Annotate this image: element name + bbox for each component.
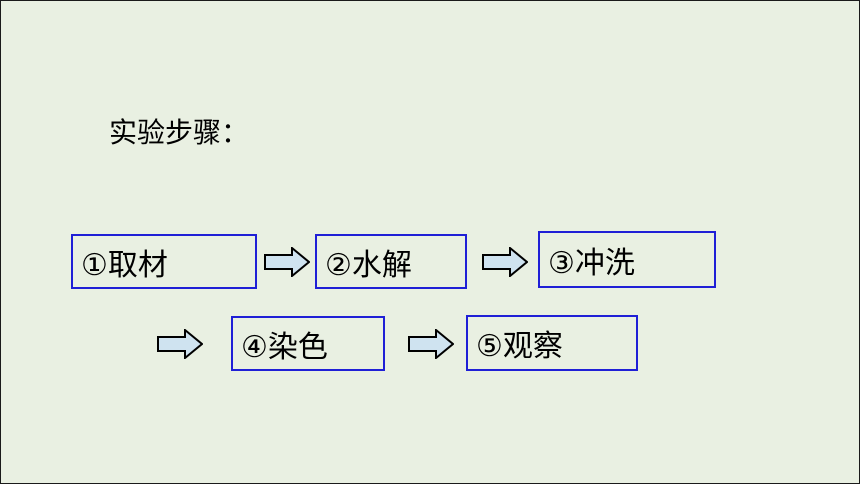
step-box-2: ②水解: [315, 234, 467, 289]
section-heading: 实验步骤：: [109, 116, 250, 149]
step-label-4: ④染色: [241, 329, 328, 365]
step-box-4: ④染色: [231, 316, 385, 371]
step-label-1: ①取材: [81, 247, 168, 283]
right-arrow-icon: [157, 329, 203, 359]
step-label-3: ③冲洗: [548, 245, 635, 281]
right-arrow-icon: [264, 247, 310, 277]
step-box-5: ⑤观察: [466, 315, 638, 371]
right-arrow-icon: [408, 329, 454, 359]
step-label-2: ②水解: [325, 247, 412, 283]
right-arrow-icon: [482, 247, 528, 277]
step-box-3: ③冲洗: [538, 231, 716, 288]
step-box-1: ①取材: [71, 234, 257, 289]
step-label-5: ⑤观察: [476, 329, 563, 364]
